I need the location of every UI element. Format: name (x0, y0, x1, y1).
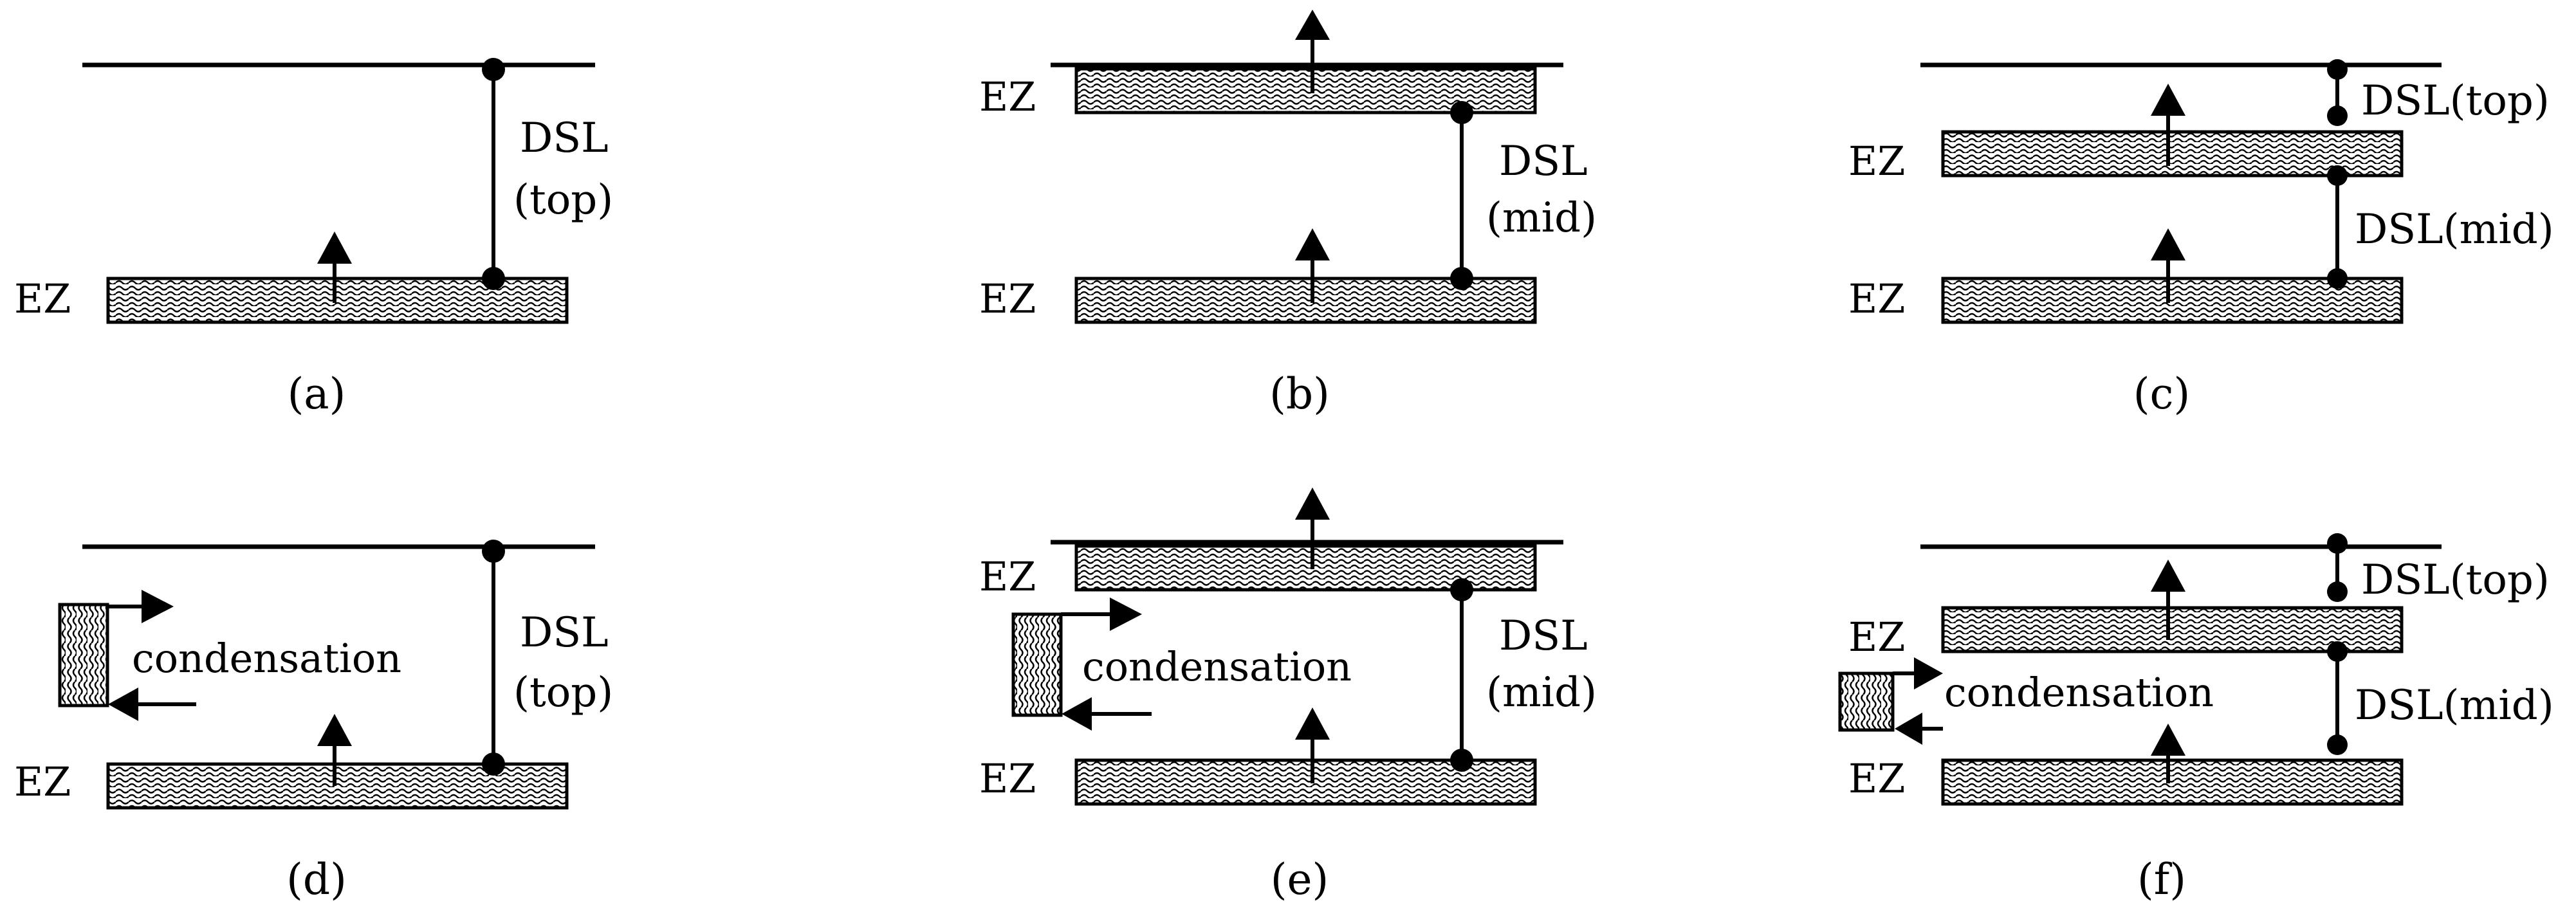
dsl-node (482, 752, 505, 776)
right-arrow-icon (142, 590, 174, 623)
panel-e: condensation EZ EZ DSL (mid) (e) (979, 488, 1597, 903)
dsl-label: DSL (1499, 138, 1588, 185)
dsl-node (2327, 533, 2348, 554)
dsl-node (1450, 101, 1473, 124)
up-arrow-icon (1295, 10, 1330, 40)
left-arrow-icon (1062, 697, 1092, 731)
ez-label: EZ (14, 758, 71, 805)
dsl-label: DSL(top) (2361, 556, 2550, 604)
up-arrow-icon (2151, 84, 2185, 116)
ez-zone-top (1941, 130, 2404, 178)
up-arrow-icon (2151, 724, 2185, 756)
panel-caption: (d) (286, 855, 347, 903)
up-arrow-icon (1295, 228, 1330, 260)
left-arrow-icon (108, 688, 138, 721)
dsl-label: DSL (520, 609, 609, 657)
condensation-block (1011, 612, 1063, 717)
dsl-node (2327, 268, 2348, 289)
up-arrow-icon (1295, 707, 1330, 740)
up-arrow-icon (2151, 228, 2185, 260)
panel-caption: (b) (1269, 369, 1330, 419)
panel-caption: (a) (288, 369, 346, 419)
dsl-label: (mid) (1486, 194, 1597, 242)
ez-zone-bottom (1941, 277, 2404, 324)
dsl-label: DSL(mid) (2355, 206, 2554, 253)
ez-label: EZ (979, 275, 1036, 322)
dsl-node (2327, 59, 2348, 80)
dsl-node (2327, 734, 2348, 755)
dsl-label: (top) (513, 176, 613, 224)
dsl-label: (top) (513, 669, 613, 716)
ez-label: EZ (14, 275, 71, 322)
ez-label: EZ (1848, 614, 1905, 661)
dsl-node (1450, 749, 1473, 772)
panel-caption: (e) (1271, 855, 1329, 903)
condensation-block (1838, 671, 1895, 732)
dsl-label: DSL(top) (2361, 77, 2550, 125)
condensation-label: condensation (132, 635, 401, 682)
dsl-node (2327, 105, 2348, 126)
dsl-node (1450, 267, 1473, 290)
panel-caption: (c) (2133, 369, 2190, 419)
dsl-node (2327, 581, 2348, 602)
condensation-label: condensation (1082, 643, 1352, 690)
dsl-node (482, 540, 505, 563)
up-arrow-icon (1295, 488, 1330, 520)
panel-caption: (f) (2137, 855, 2186, 903)
panel-c: EZ EZ DSL(top) DSL(mid) (c) (1848, 59, 2554, 419)
ez-label: EZ (979, 73, 1036, 120)
dsl-node (482, 58, 505, 81)
ez-label: EZ (1848, 275, 1905, 322)
right-arrow-icon (1110, 597, 1142, 631)
panel-d: condensation EZ DSL (top) (d) (14, 540, 613, 903)
ez-label: EZ (979, 755, 1036, 802)
panel-a: EZ DSL (top) (a) (14, 58, 613, 419)
dsl-node (2327, 165, 2348, 186)
up-arrow-icon (2151, 560, 2185, 592)
condensation-block (58, 603, 109, 707)
dsl-node (2327, 641, 2348, 662)
dsl-label: DSL (520, 114, 609, 162)
ez-label: EZ (1848, 755, 1905, 802)
dsl-node (482, 267, 505, 290)
panel-b: EZ EZ DSL (mid) (b) (979, 10, 1597, 419)
panel-f: condensation EZ EZ DSL(top) DSL(mid) (f) (1838, 533, 2554, 903)
ez-label: EZ (1848, 138, 1905, 185)
left-arrow-icon (1895, 713, 1922, 745)
dsl-label: (mid) (1486, 669, 1597, 716)
dsl-label: DSL(mid) (2355, 682, 2554, 729)
ez-zone-bottom (1941, 758, 2404, 806)
right-arrow-icon (1914, 657, 1943, 689)
ez-label: EZ (979, 553, 1036, 600)
condensation-label: condensation (1944, 669, 2214, 716)
dsl-label: DSL (1499, 612, 1588, 660)
up-arrow-icon (317, 714, 352, 746)
dsl-node (1450, 578, 1473, 601)
ez-zone-top (1941, 606, 2404, 653)
up-arrow-icon (317, 232, 352, 264)
